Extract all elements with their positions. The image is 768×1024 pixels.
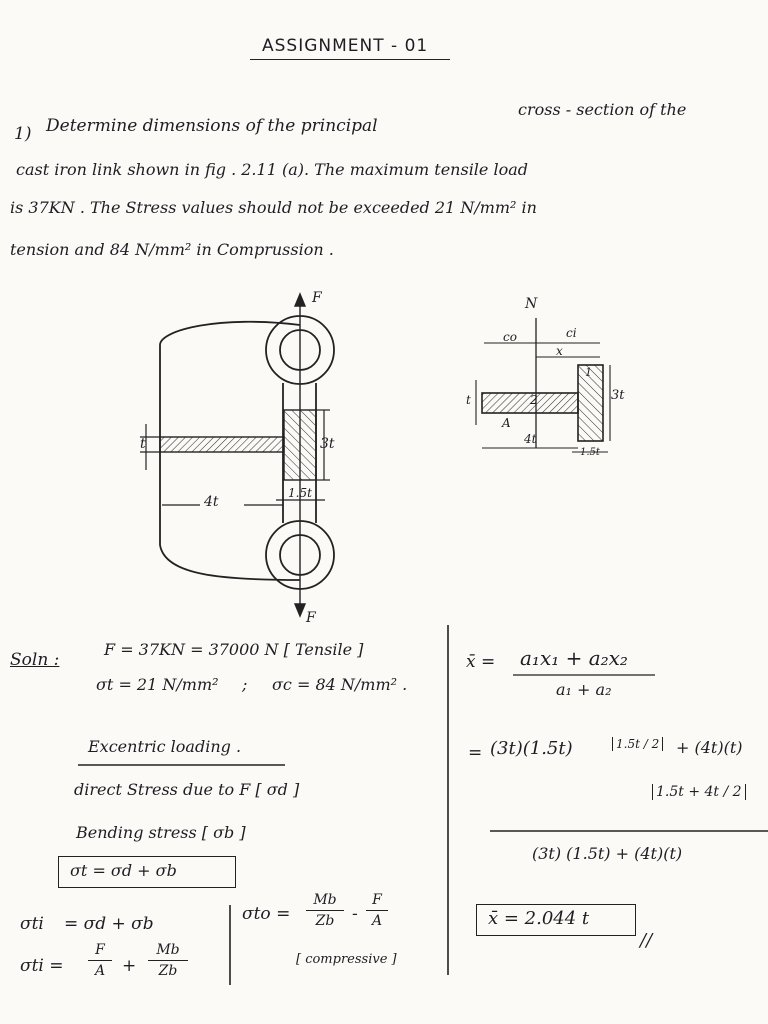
sub-eq-sign: =: [468, 743, 483, 763]
boxed-equation: [58, 856, 236, 888]
frac-bar: [88, 960, 112, 961]
solution-label: Soln :: [10, 650, 60, 670]
dim-3t-left: 3t: [320, 436, 335, 452]
eq-to-f-frac: F A: [366, 892, 388, 929]
problem-line-3: is 37KN . The Stress values should not b…: [10, 198, 537, 217]
web-section: [159, 436, 285, 453]
eq-to-f-den: A: [371, 913, 383, 929]
stress-separator: ;: [242, 675, 248, 694]
problem-number: 1): [14, 124, 32, 144]
eq-ti2-lhs: σti =: [20, 956, 64, 976]
sub-num-d: 1.5t + 4t / 2: [652, 784, 746, 800]
result-text: x̄ = 2.044 t: [488, 908, 590, 929]
eq-ti2-m-num: Mb: [156, 942, 180, 958]
bending-stress: Bending stress [ σb ]: [76, 823, 246, 842]
eq-ti2-m-frac: Mb Zb: [148, 942, 188, 979]
area-A-label: A: [502, 416, 511, 430]
problem-line-1-end: cross - section of the: [518, 100, 687, 119]
eq-to-note: [ compressive ]: [296, 952, 397, 967]
direct-stress: direct Stress due to F [ σd ]: [74, 780, 300, 799]
eq-ti2-plus: +: [122, 956, 137, 976]
dim-co: co: [503, 330, 517, 344]
frac-bar: [306, 910, 344, 911]
dim-4t-right: 4t: [524, 432, 537, 446]
eq-ti2-f-den: A: [94, 963, 106, 979]
frac-bar: [148, 960, 188, 961]
xbar-lhs: x̄ =: [466, 652, 496, 672]
result-box: [476, 904, 636, 936]
area-2-label: 2: [530, 393, 538, 407]
t-section: [475, 318, 611, 453]
eq-ti1-lhs: σti: [20, 914, 44, 934]
sub-denominator: (3t) (1.5t) + (4t)(t): [532, 844, 683, 863]
eq-to-lhs: σto =: [242, 904, 291, 924]
force-bottom-label: F: [306, 610, 316, 626]
divider-lines: [78, 625, 768, 985]
eq-to-m-frac: Mb Zb: [306, 892, 344, 929]
force-top-label: F: [312, 290, 322, 306]
eq-to-m-num: Mb: [313, 892, 337, 908]
eq-to-f-num: F: [372, 892, 382, 908]
eq-ti2-f-num: F: [95, 942, 105, 958]
boxed-equation-text: σt = σd + σb: [70, 861, 177, 880]
area-1-label: 1: [585, 366, 592, 379]
xbar-denominator: a₁ + a₂: [556, 680, 612, 699]
dim-4t-left: 4t: [204, 494, 219, 510]
result-double-slash: //: [640, 930, 653, 951]
eq-ti2-m-den: Zb: [158, 963, 178, 979]
dim-15t-right: 1.5t: [580, 447, 600, 458]
frac-bar: [366, 910, 388, 911]
sub-num-b: 1.5t / 2: [612, 737, 664, 751]
problem-line-4: tension and 84 N/mm² in Comprussion .: [10, 240, 334, 259]
dim-15t-left: 1.5t: [288, 486, 312, 500]
eq-to-m-den: Zb: [315, 913, 335, 929]
eq-ti2-f-frac: F A: [88, 942, 112, 979]
neutral-axis-label: N: [525, 296, 538, 312]
dim-t-left: t: [140, 436, 146, 452]
dim-t-right: t: [466, 393, 471, 407]
stress-compressive: σc = 84 N/mm² .: [272, 675, 408, 694]
dim-xbar: x: [556, 344, 563, 358]
flange-section: [283, 409, 317, 481]
force-value: F = 37KN = 37000 N [ Tensile ]: [104, 640, 364, 659]
problem-line-2: cast iron link shown in fig . 2.11 (a). …: [16, 160, 529, 179]
eq-to-minus: -: [352, 904, 358, 924]
title-underline: [250, 59, 450, 60]
xbar-numerator: a₁x₁ + a₂x₂: [520, 646, 628, 670]
dim-3t-right: 3t: [611, 388, 625, 403]
eccentric-loading: Excentric loading .: [88, 737, 242, 756]
assignment-title: ASSIGNMENT - 01: [262, 36, 429, 56]
sub-num-a: (3t)(1.5t): [490, 738, 573, 759]
sub-num-c: + (4t)(t): [676, 738, 743, 757]
problem-line-1: Determine dimensions of the principal: [46, 116, 378, 136]
stress-tensile: σt = 21 N/mm²: [96, 675, 219, 694]
eq-ti1-rhs: = σd + σb: [64, 914, 154, 934]
dim-ci: ci: [566, 326, 577, 340]
